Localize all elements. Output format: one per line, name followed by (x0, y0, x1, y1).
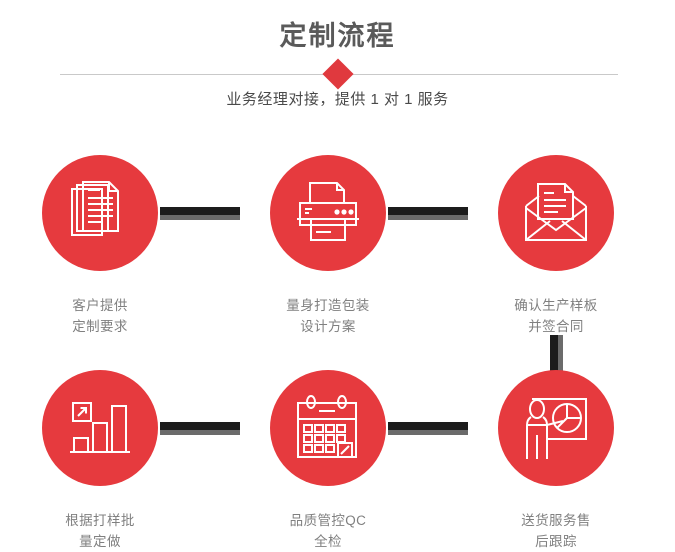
step-5-label: 品质管控QC 全检 (228, 510, 428, 552)
step-5-label-line2: 全检 (314, 534, 342, 549)
connector-step4-step5 (160, 422, 240, 435)
connector-bar (388, 207, 468, 215)
connector-step1-step2 (160, 207, 240, 220)
step-3-label-line1: 确认生产样板 (514, 298, 598, 313)
step-4-label-line2: 量定做 (79, 534, 121, 549)
step-4-label-line1: 根据打样批 (65, 513, 135, 528)
step-6-label: 送货服务售 后跟踪 (456, 510, 656, 552)
step-2-icon-circle[interactable] (270, 155, 386, 271)
step-1-icon-circle[interactable] (42, 155, 158, 271)
connector-bar (550, 335, 558, 377)
step-1-label-line2: 定制要求 (72, 319, 128, 334)
step-5-icon-circle[interactable] (270, 370, 386, 486)
connector-bar (160, 422, 240, 430)
step-2-label: 量身打造包装 设计方案 (228, 295, 428, 337)
step-2-label-line1: 量身打造包装 (286, 298, 370, 313)
step-2-label-line2: 设计方案 (300, 319, 356, 334)
step-3-label: 确认生产样板 并签合同 (456, 295, 656, 337)
connector-bar (160, 207, 240, 215)
step-3-label-line2: 并签合同 (528, 319, 584, 334)
header-section: 定制流程 业务经理对接，提供 1 对 1 服务 (0, 0, 675, 130)
step-5-label-line1: 品质管控QC (289, 513, 367, 528)
connector-shadow (388, 215, 468, 220)
step-6-label-line1: 送货服务售 (521, 513, 591, 528)
connector-shadow (388, 430, 468, 435)
title-divider (0, 58, 675, 90)
diamond-icon (322, 58, 354, 90)
step-3-icon-circle[interactable] (498, 155, 614, 271)
bar-chart-growth-icon (70, 402, 130, 453)
connector-shadow (160, 430, 240, 435)
presenter-pie-chart-icon (526, 398, 587, 459)
connector-shadow (558, 335, 563, 377)
process-flow: 客户提供 定制要求 (0, 130, 675, 550)
page-title: 定制流程 (279, 21, 396, 51)
connector-shadow (160, 215, 240, 220)
connector-bar (388, 422, 468, 430)
calendar-check-icon (297, 395, 357, 458)
printer-icon (297, 182, 359, 241)
step-6-icon-circle[interactable] (498, 370, 614, 486)
envelope-document-icon (525, 183, 587, 241)
connector-step2-step3 (388, 207, 468, 220)
connector-step5-step6 (388, 422, 468, 435)
step-1-label: 客户提供 定制要求 (0, 295, 200, 337)
step-6-label-line2: 后跟踪 (535, 534, 577, 549)
step-1-label-line1: 客户提供 (72, 298, 128, 313)
page-subtitle: 业务经理对接，提供 1 对 1 服务 (226, 91, 449, 108)
step-4-icon-circle[interactable] (42, 370, 158, 486)
connector-step3-step6 (550, 335, 563, 377)
step-4-label: 根据打样批 量定做 (0, 510, 200, 552)
documents-stack-icon (71, 181, 119, 236)
